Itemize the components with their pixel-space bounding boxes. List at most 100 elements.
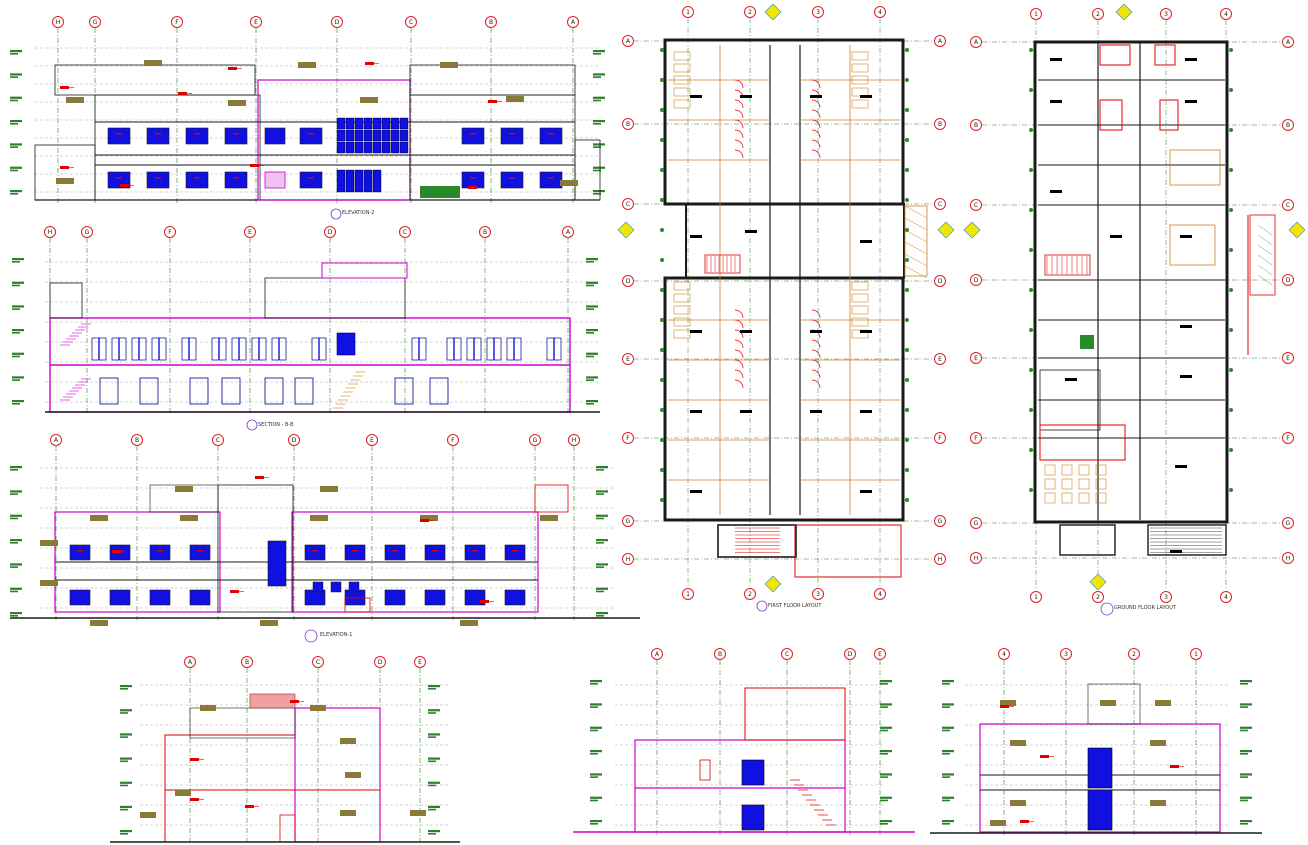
level-mark-section-a-right [880,799,888,802]
grid-bubble-label: B [718,651,722,658]
level-mark-elev-br-right [1240,820,1252,823]
elev1-small-window [312,581,324,593]
grid-bubble-gf-bottom: 3 [1160,591,1172,603]
grid-bubble-label: H [938,556,943,563]
elevation-material-tag [140,812,156,818]
level-mark-section-right [586,355,594,358]
elevation-red-note [230,590,239,593]
gf-side-ramp [1249,214,1276,296]
level-mark-side-left [120,688,128,690]
ff-balcony [904,205,928,277]
level-mark-section-a-right [880,729,888,732]
ff-column-plant [905,318,909,322]
level-mark-elev-br-right [1240,776,1248,778]
level-mark-side-right [428,830,440,833]
grid-bubble-circle [682,6,694,18]
level-mark-elev2-left [10,169,18,172]
grid-bubble-label: 1 [1034,594,1038,601]
level-mark-section-a-left [590,820,602,823]
level-mark-side-right [428,784,436,787]
grid-bubble-circle [781,648,793,660]
grid-bubble-label: 3 [1164,11,1168,18]
grid-bubble-label: B [135,437,139,444]
elevation-red-note [60,86,69,89]
parapet-right [409,64,576,96]
ff-column-plant [660,48,664,52]
window-tag [194,133,200,135]
side-door [279,814,296,843]
gf-column-plant [1229,448,1233,452]
grid-bubble-circle [970,552,982,564]
grid-bubble-circle [1220,591,1232,603]
grid-bubble-circle [366,434,378,446]
grid-bubble-gf-right: G [1282,517,1294,529]
ff-column-plant [660,78,664,82]
level-mark-elev2-right [593,193,601,195]
gf-ramp-hatch [1257,254,1273,266]
grid-bubble-circle [52,16,64,28]
grid-bubble-circle [874,648,886,660]
elevation-material-tag [180,515,198,521]
grid-bubble-label: E [938,356,942,363]
grid-bubble-section-a: B [714,648,726,660]
elevation-red-note [178,92,187,95]
grid-bubble-label: B [938,121,942,128]
grid-bubble-circle [529,434,541,446]
grid-bubble-ff-right: H [934,553,946,565]
ff-column-plant [660,468,664,472]
grid-bubble-elev1: E [366,434,378,446]
window-tag [233,177,239,179]
level-mark-section-left [12,281,24,284]
ff-bed [851,51,869,61]
level-mark-section-right [586,281,598,284]
curtain-wall-panel [381,129,391,142]
gf-column-plant [1229,328,1233,332]
ff-room-label [860,95,872,98]
section-marker [764,3,782,21]
grid-bubble-circle [934,35,946,47]
grid-bubble-label: 3 [1064,651,1068,658]
grid-bubble-elev-br: 3 [1060,648,1072,660]
ff-door-swing [734,339,744,349]
grid-bubble-label: E [878,651,882,658]
elevation-material-tag [360,97,378,103]
section-marker [1288,221,1306,239]
level-mark-elev1-right [596,566,604,568]
window-tag [197,550,203,552]
gf-column-plant [1029,488,1033,492]
ff-bed [673,329,691,339]
level-mark-elev1-right [596,469,604,471]
grid-bubble-label: E [626,356,630,363]
level-mark-section-left [12,284,20,287]
curtain-wall-panel [372,141,382,154]
grid-bubble-circle [1282,199,1294,211]
window-lower [189,589,211,606]
elevation-material-tag [310,705,326,711]
grid-bubble-label: 1 [686,9,690,16]
grid-bubble-gf-top: 4 [1220,8,1232,20]
elevation-back-title: ELEVATION-1 [320,632,353,638]
level-mark-side-left [120,805,132,809]
level-mark-elev-br-right [1240,680,1252,683]
grid-bubble-label: C [626,201,630,208]
grid-bubble-circle [998,648,1010,660]
elev-br-parapet [1087,683,1141,725]
level-mark-elev-br-right [1240,750,1252,753]
level-mark-side-left [120,736,128,738]
grid-bubble-circle [812,6,824,18]
grid-bubble-label: 4 [878,591,882,598]
level-mark-elev2-right [593,76,601,78]
grid-bubble-circle [1282,36,1294,48]
grid-bubble-label: F [974,435,978,442]
grid-bubble-elev-br: 2 [1128,648,1140,660]
gf-courtyard-tree [1080,335,1094,349]
level-mark-elev2-left [10,73,22,76]
ff-column-plant [660,228,664,232]
level-mark-section-right [586,379,594,381]
grid-bubble-label: E [248,229,252,236]
section-lower-door [394,377,414,405]
level-mark-elev2-left [10,193,18,195]
grid-bubble-circle [934,432,946,444]
grid-bubble-label: G [938,518,943,525]
ff-door-swing [734,99,744,109]
